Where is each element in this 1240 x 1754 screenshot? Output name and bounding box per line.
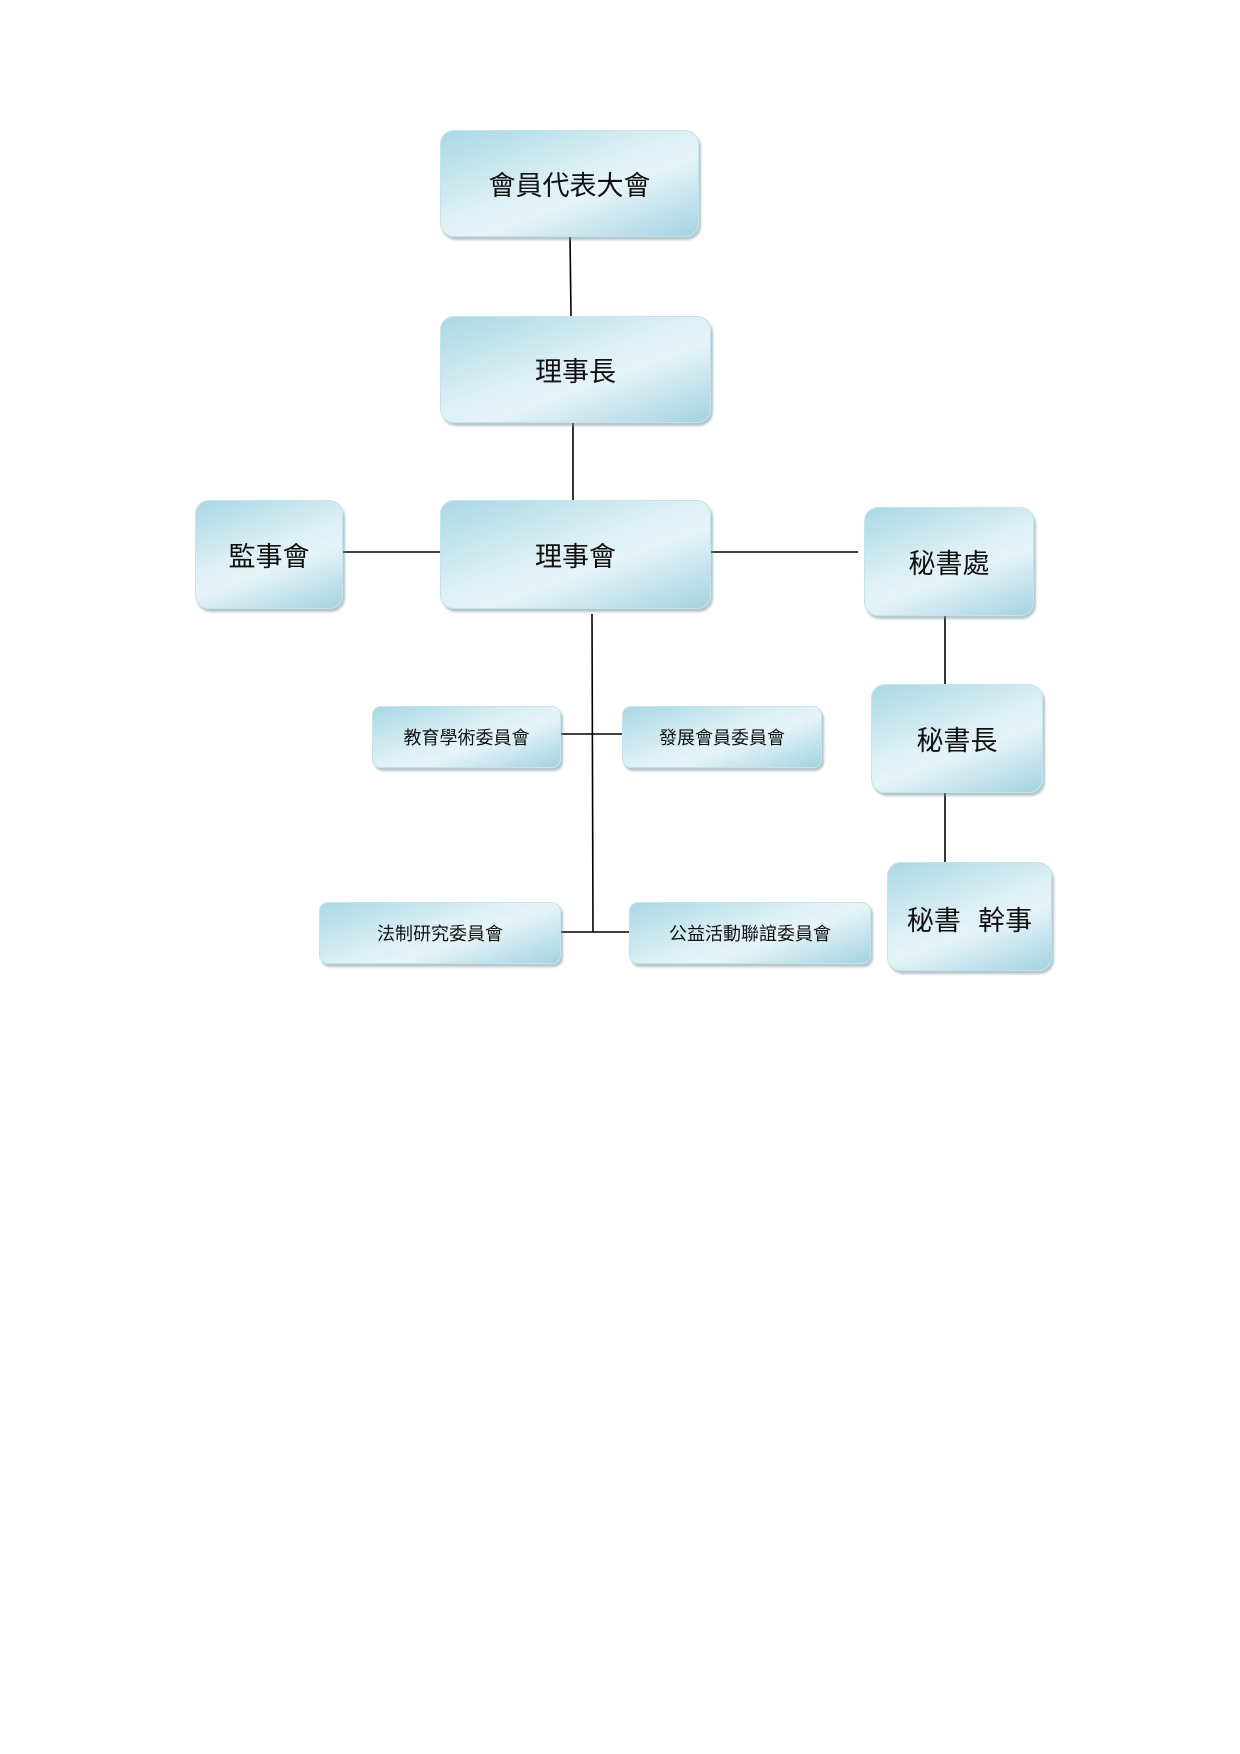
node-secretary-general: 秘書長	[871, 684, 1043, 793]
node-education-committee: 教育學術委員會	[372, 706, 561, 768]
node-assembly: 會員代表大會	[440, 130, 699, 237]
node-legal-committee: 法制研究委員會	[319, 902, 561, 964]
node-secretariat: 秘書處	[864, 507, 1034, 616]
node-welfare-committee: 公益活動聯誼委員會	[629, 902, 871, 964]
node-board: 理事會	[440, 500, 711, 609]
line-board-committees	[591, 613, 594, 933]
node-chairman: 理事長	[440, 316, 711, 423]
node-membership-committee: 發展會員委員會	[622, 706, 822, 768]
node-supervisors: 監事會	[195, 500, 343, 609]
node-secretary-staff: 秘書 幹事	[887, 862, 1052, 971]
line-assembly-chairman	[569, 235, 572, 317]
